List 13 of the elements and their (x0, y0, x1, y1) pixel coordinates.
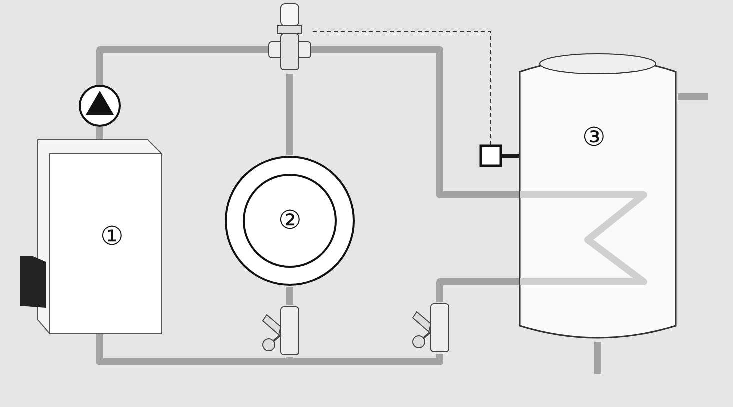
control-line (310, 32, 492, 146)
callout-number: ③ (582, 125, 606, 151)
callout-number: ② (278, 208, 302, 234)
pipe (594, 342, 602, 374)
pipe (96, 127, 104, 140)
callout-number: ① (100, 224, 124, 250)
pipe (96, 46, 269, 85)
sensor-mount (502, 154, 520, 158)
pipe (436, 278, 520, 302)
pipe (311, 46, 520, 198)
pipe (678, 94, 708, 100)
pipe (286, 287, 294, 305)
pipe (286, 74, 294, 155)
